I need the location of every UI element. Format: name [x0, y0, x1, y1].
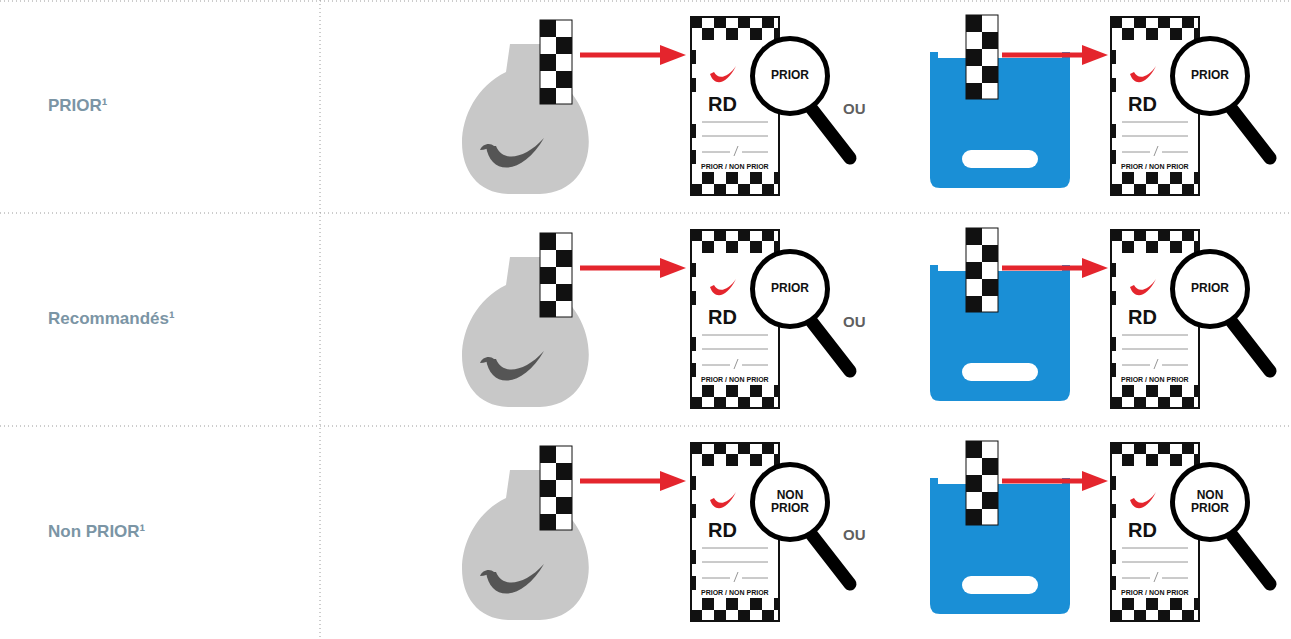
lens-text: PRIOR: [1184, 69, 1236, 82]
blue-bin: [930, 478, 1070, 614]
magnifier-lens: PRIOR: [1170, 36, 1250, 116]
lens-text: PRIOR: [764, 69, 816, 82]
magnifier-lens: NON PRIOR: [1170, 462, 1250, 542]
label-code: RD: [708, 307, 737, 327]
row-art: [462, 441, 1270, 622]
label-option-text: PRIOR / NON PRIOR: [701, 376, 769, 383]
label-option-text: PRIOR / NON PRIOR: [1121, 589, 1189, 596]
magnifier-lens: NON PRIOR: [750, 462, 830, 542]
lens-text: PRIOR: [764, 282, 816, 295]
barcode-tag: [966, 228, 998, 312]
row-heading: Non PRIOR¹: [48, 522, 145, 542]
row-art: [462, 228, 1270, 409]
label-option-text: PRIOR / NON PRIOR: [701, 589, 769, 596]
row-heading: PRIOR¹: [48, 96, 108, 116]
or-text: OU: [843, 526, 866, 544]
row-art: [462, 15, 1270, 196]
red-arrow: [580, 258, 686, 278]
label-option-text: PRIOR / NON PRIOR: [1121, 163, 1189, 170]
blue-bin: [930, 52, 1070, 188]
row-heading: Recommandés¹: [48, 309, 175, 329]
red-arrow: [1002, 45, 1108, 65]
red-arrow: [580, 45, 686, 65]
or-text: OU: [843, 313, 866, 331]
barcode-tag: [540, 233, 572, 317]
label-code: RD: [1128, 94, 1157, 114]
lens-text: PRIOR: [1184, 282, 1236, 295]
label-code: RD: [1128, 307, 1157, 327]
red-arrow: [1002, 258, 1108, 278]
magnifier-lens: PRIOR: [750, 249, 830, 329]
label-code: RD: [708, 94, 737, 114]
lens-text: NON PRIOR: [764, 489, 816, 515]
blue-bin: [930, 265, 1070, 401]
red-arrow: [1002, 471, 1108, 491]
magnifier-handle: [1228, 317, 1270, 371]
label-option-text: PRIOR / NON PRIOR: [1121, 376, 1189, 383]
barcode-tag: [966, 15, 998, 99]
barcode-tag: [540, 446, 572, 530]
label-option-text: PRIOR / NON PRIOR: [701, 163, 769, 170]
red-arrow: [580, 471, 686, 491]
magnifier-lens: PRIOR: [750, 36, 830, 116]
label-code: RD: [708, 520, 737, 540]
barcode-tag: [540, 20, 572, 104]
magnifier-lens: PRIOR: [1170, 249, 1250, 329]
lens-text: NON PRIOR: [1184, 489, 1236, 515]
barcode-tag: [966, 441, 998, 525]
or-text: OU: [843, 100, 866, 118]
label-code: RD: [1128, 520, 1157, 540]
magnifier-handle: [1228, 104, 1270, 158]
magnifier-handle: [1228, 530, 1270, 584]
